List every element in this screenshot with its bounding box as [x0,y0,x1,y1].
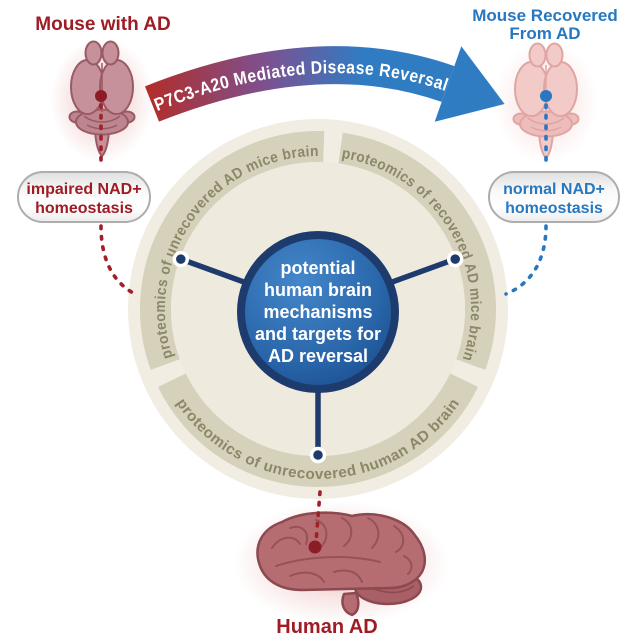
pill-shape [17,171,151,223]
spoke-upper-left [179,256,246,285]
gyrus-line [333,569,363,583]
olfactory-bulb [101,40,120,66]
pill-right-line-1: normal NAD+ [503,181,605,198]
spoke-dot-bottom [309,446,327,464]
ring-segment-top-left [140,131,325,370]
center-label: potential human brain mechanisms and tar… [255,258,381,366]
center-text-line-3: mechanisms [263,302,372,322]
olfactory-bulb [84,40,103,66]
spoke-upper-right [390,256,457,285]
spoke-dot-upper-right [446,250,464,268]
mouse-brain-recovered-icon [494,40,598,164]
connectors [99,103,548,544]
center-text-line-5: AD reversal [268,346,368,366]
center-text-line-2: human brain [264,280,372,300]
gyrus-line [315,519,328,549]
gyrus-line [289,526,308,545]
arrow-head-icon [434,46,505,122]
brain-marker-dot [308,540,322,554]
connector-bottom [314,490,322,544]
ring-segment-bottom [157,373,479,487]
pill-shape [488,171,620,223]
pill-right-line-2: homeostasis [505,200,603,217]
pill-left-line-1: impaired NAD+ [26,181,141,198]
gyrus-line [393,525,405,553]
sylvian-fissure [275,556,381,567]
olfactory-bulb [545,42,564,68]
gyrus-line [271,536,301,549]
gyrus-line [367,517,380,549]
pill-impaired-nad: impaired NAD+ homeostasis [17,171,151,223]
spoke-dot-upper-left [172,250,190,268]
center-text-line-1: potential [281,258,356,278]
brain-marker-dot [95,90,107,102]
cerebellum-fold [527,117,565,125]
title-mouse-recovered-line-1: Mouse Recovered [472,6,618,25]
connector-left-bottom [99,224,139,297]
human-brain-icon [233,501,449,625]
ring-segment-top-right [338,132,496,370]
gyrus-line [289,571,325,583]
human-cortex [256,511,426,592]
cerebellum-fold [530,126,562,132]
mouse-brain-ad-icon [50,38,154,162]
brainstem [94,130,110,157]
title-mouse-with-ad: Mouse with AD [35,14,170,35]
spoke-dots [172,250,464,464]
center-text-line-4: and targets for [255,324,381,344]
connector-right-bottom [504,224,548,296]
cerebellum-fold [83,115,121,123]
title-human-ad: Human AD [276,616,377,638]
brain-marker-dot [540,90,552,102]
gyrus-line [341,517,353,547]
arrow-band [144,46,455,122]
gyrus-line [403,555,413,575]
pill-left-line-2: homeostasis [35,200,133,217]
hemisphere-right [99,59,134,115]
center-circle [237,231,399,393]
human-brainstem [341,591,360,617]
disease-reversal-arrow: P7C3-A20 Mediated Disease Reversal [144,46,505,122]
pill-normal-nad: normal NAD+ homeostasis [488,171,620,223]
olfactory-bulb [528,42,547,68]
proteomics-wheel: proteomics of unrecovered AD mice brain … [128,119,508,499]
title-mouse-recovered-line-2: From AD [509,24,580,43]
wheel-spokes [179,256,457,455]
hemisphere-right [543,61,578,117]
